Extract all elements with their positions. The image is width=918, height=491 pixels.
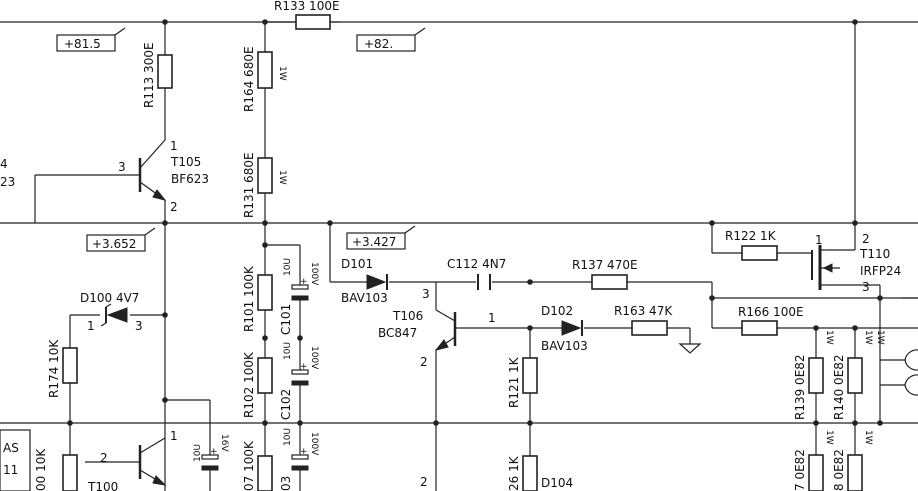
t105-label: T105 bbox=[170, 155, 201, 169]
left-label-2: 23 bbox=[0, 175, 15, 189]
pin-t105-3: 3 bbox=[118, 160, 126, 174]
r139-label: R139 0E82 bbox=[793, 354, 807, 420]
r166-label: R166 100E bbox=[738, 305, 804, 319]
c103-label: 03 bbox=[279, 476, 293, 491]
power-rating-2: 1W bbox=[277, 170, 287, 185]
t105-type: BF623 bbox=[171, 172, 209, 186]
d100-label: D100 4V7 bbox=[80, 291, 139, 305]
left-label-3: AS bbox=[3, 441, 19, 455]
r133-label: R133 100E bbox=[274, 0, 340, 13]
pin-d100-3: 3 bbox=[135, 319, 143, 333]
t110-type: IRFP24 bbox=[860, 264, 901, 278]
wires bbox=[0, 21, 918, 491]
d101-type: BAV103 bbox=[341, 291, 388, 305]
pin-bottom-2: 2 bbox=[420, 475, 428, 489]
c103-value: 10U bbox=[283, 428, 293, 446]
c102-plus: + bbox=[300, 362, 308, 372]
power-rating-3: 1W bbox=[824, 330, 834, 345]
power-rating-7: 1W bbox=[875, 330, 885, 345]
pin-t100-1: 1 bbox=[170, 429, 178, 443]
c102-value: 10U bbox=[283, 342, 293, 360]
c101-label: C101 bbox=[279, 304, 293, 335]
diode-symbols bbox=[100, 274, 583, 336]
pin-t110-1: 1 bbox=[815, 233, 823, 247]
ground-symbol bbox=[678, 343, 702, 354]
t106-type: BC847 bbox=[378, 326, 417, 340]
voltage-tag-3: +3.652 bbox=[92, 237, 136, 251]
c102-rating: 100V bbox=[309, 346, 319, 370]
r174-label: R174 10K bbox=[47, 339, 61, 398]
d104-label: D104 bbox=[541, 476, 573, 490]
pin-t106-3: 3 bbox=[422, 287, 430, 301]
t100-label: T100 bbox=[87, 480, 118, 491]
power-rating-4: 1W bbox=[863, 330, 873, 345]
pin-t110-2: 2 bbox=[862, 232, 870, 246]
module-box bbox=[0, 429, 31, 491]
c101-rating: 100V bbox=[309, 262, 319, 286]
voltage-tag-1: +81.5 bbox=[64, 37, 101, 51]
r131-label: R131 680E bbox=[242, 152, 256, 218]
c103-plus: + bbox=[300, 447, 308, 457]
r113-label: R113 300E bbox=[142, 42, 156, 108]
cx-rating: 16V bbox=[219, 434, 229, 452]
d102-type: BAV103 bbox=[541, 339, 588, 353]
r122-label: R122 1K bbox=[725, 229, 777, 243]
r101-label: R101 100K bbox=[242, 265, 256, 332]
r140-label: R140 0E82 bbox=[832, 354, 846, 420]
pin-t106-2: 2 bbox=[420, 355, 428, 369]
resistor-bodies bbox=[62, 14, 863, 491]
voltage-tag-4: +3.427 bbox=[352, 235, 396, 249]
d101-label: D101 bbox=[341, 257, 373, 271]
r102-label: R102 100K bbox=[242, 351, 256, 418]
r128-label: 8 0E82 bbox=[832, 449, 846, 491]
r163-label: R163 47K bbox=[614, 304, 673, 318]
power-rating-1: 1W bbox=[277, 66, 287, 81]
c102-label: C102 bbox=[279, 389, 293, 420]
cx-value: 10U bbox=[193, 444, 203, 462]
power-rating-5: 1W bbox=[824, 430, 834, 445]
r127-label: 7 0E82 bbox=[793, 449, 807, 491]
c101-value: 10U bbox=[283, 258, 293, 276]
d102-label: D102 bbox=[541, 304, 573, 318]
r137-label: R137 470E bbox=[572, 258, 638, 272]
pin-d100-1: 1 bbox=[87, 319, 95, 333]
r164-label: R164 680E bbox=[242, 46, 256, 112]
pin-t105-1: 1 bbox=[170, 139, 178, 153]
r100-label: 00 10K bbox=[34, 448, 48, 491]
c112-label: C112 4N7 bbox=[447, 257, 506, 271]
output-connector bbox=[904, 349, 918, 396]
power-rating-6: 1W bbox=[863, 430, 873, 445]
voltage-tag-2: +82. bbox=[364, 37, 393, 51]
pin-t106-1: 1 bbox=[488, 311, 496, 325]
left-label-4: 11 bbox=[3, 463, 18, 477]
capacitor-symbols bbox=[201, 274, 491, 471]
c103-rating: 100V bbox=[309, 432, 319, 456]
r126-label: 26 1K bbox=[507, 455, 521, 491]
r121-label: R121 1K bbox=[507, 356, 521, 408]
pin-t110-3: 3 bbox=[862, 280, 870, 294]
left-label-1: 4 bbox=[0, 157, 8, 171]
pin-t105-2: 2 bbox=[170, 200, 178, 214]
t106-label: T106 bbox=[392, 309, 423, 323]
junctions bbox=[67, 19, 883, 426]
c101-plus: + bbox=[300, 277, 308, 287]
pin-t100-2: 2 bbox=[100, 451, 108, 465]
transistor-symbols bbox=[138, 139, 840, 486]
r107-label: 07 100K bbox=[242, 440, 256, 491]
cx-plus: + bbox=[210, 447, 218, 457]
voltage-tag-frames bbox=[56, 27, 426, 252]
t110-label: T110 bbox=[859, 247, 890, 261]
